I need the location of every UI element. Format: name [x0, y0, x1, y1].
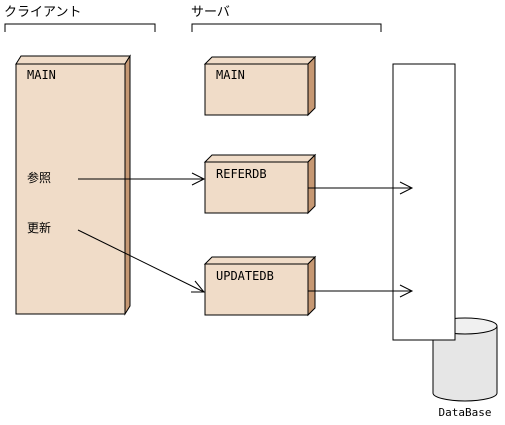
client-section-bracket [4, 23, 156, 32]
client-main-title: MAIN [27, 68, 56, 82]
db-access-panel [392, 63, 456, 341]
arrow-update-to-updatedb [77, 229, 206, 293]
arrow-updatedb-to-database [308, 284, 414, 298]
updatedb-box [203, 255, 317, 317]
server-main-title: MAIN [216, 68, 245, 82]
server-section-label: サーバ [191, 5, 230, 20]
client-section-label: クライアント [4, 5, 81, 20]
server-section-bracket [191, 23, 382, 32]
client-main-box [15, 54, 131, 316]
client-item-update: 更新 [27, 220, 51, 235]
database-label: DataBase [439, 406, 492, 419]
updatedb-title: UPDATEDB [216, 269, 274, 283]
client-item-refer: 参照 [27, 170, 51, 185]
arrow-refer-to-referdb [78, 172, 206, 186]
referdb-box [203, 153, 317, 215]
arrow-referdb-to-database [308, 181, 414, 195]
referdb-title: REFERDB [216, 167, 267, 181]
server-main-box [203, 55, 317, 117]
